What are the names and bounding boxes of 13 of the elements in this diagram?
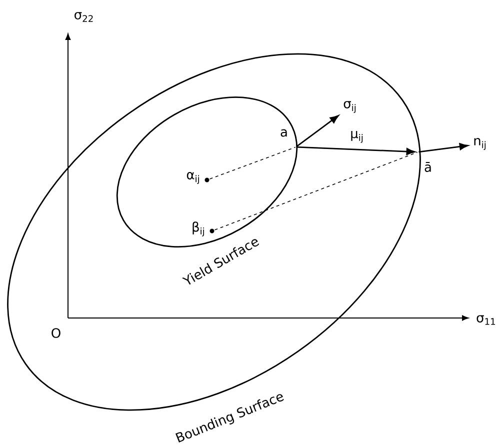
axis-label: σ$_{22}$ (74, 12, 93, 22)
vector-arrow (296, 146, 416, 156)
leader-line (214, 152, 418, 230)
leader-line (209, 146, 296, 180)
origin-label: O (52, 328, 60, 338)
axis-label: σ$_{11}$ (476, 315, 495, 325)
point-label: ā (423, 161, 433, 173)
vector-arrow (296, 115, 339, 148)
vector-label: σ$_{ij}$ (344, 101, 356, 113)
edge-label: μ$_{ij}$ (349, 130, 365, 144)
point-label: a (279, 128, 289, 138)
vector-label: n$_{ij}$ (474, 138, 486, 150)
vector-arrow (418, 143, 468, 153)
